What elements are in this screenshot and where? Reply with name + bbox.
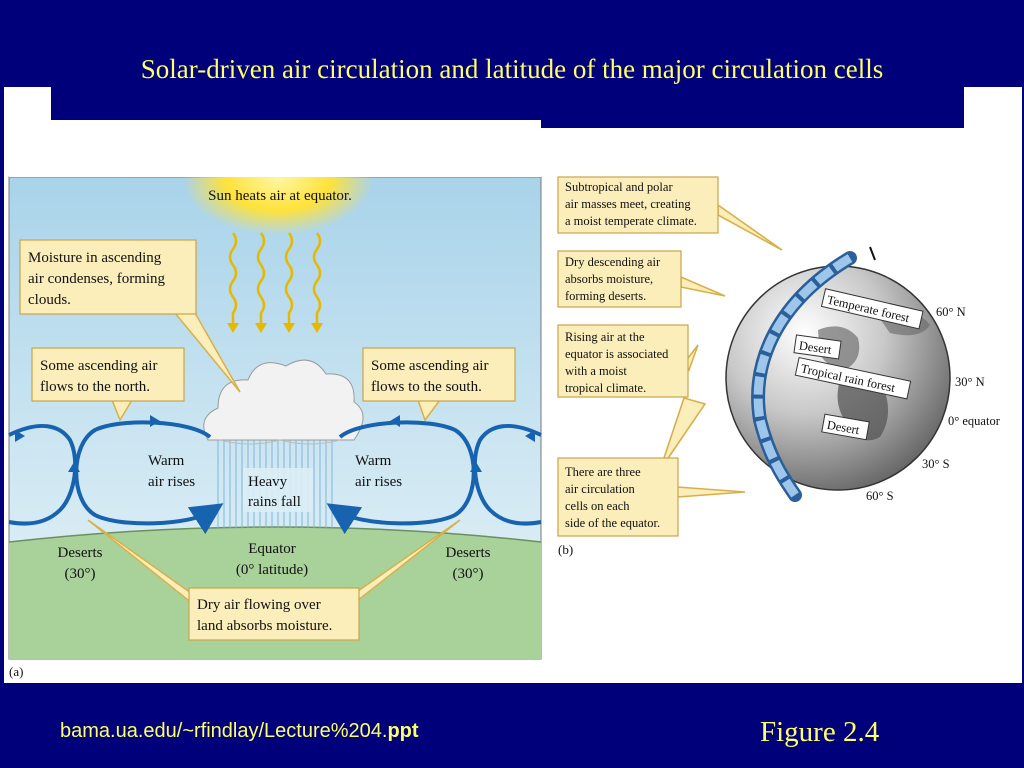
svg-text:There are three: There are three	[565, 465, 641, 479]
svg-text:air rises: air rises	[355, 474, 402, 490]
svg-text:side of the equator.: side of the equator.	[565, 516, 660, 530]
lat-60n-label: 60° N	[936, 305, 966, 319]
deserts-left-label: Deserts	[58, 545, 103, 561]
svg-text:clouds.: clouds.	[28, 292, 71, 308]
svg-text:air rises: air rises	[148, 474, 195, 490]
lat-30s-label: 30° S	[922, 457, 950, 471]
svg-text:Some ascending air: Some ascending air	[371, 358, 488, 374]
lat-30n-label: 30° N	[955, 375, 985, 389]
panel-b: Subtropical and polar air masses meet, c…	[557, 176, 1001, 557]
svg-text:Desert: Desert	[826, 418, 861, 438]
warm-air-left-label: Warm	[148, 453, 185, 469]
svg-text:(30°): (30°)	[65, 566, 96, 582]
lat-equator-label: 0° equator	[948, 414, 1001, 428]
callout-dry-air: Dry air flowing over land absorbs moistu…	[87, 519, 461, 641]
figure-number: Figure 2.4	[760, 716, 880, 748]
callout-subtropical: Subtropical and polar air masses meet, c…	[557, 176, 719, 234]
panel-a-tag: (a)	[9, 664, 23, 679]
callout-south: Some ascending air flows to the south.	[362, 347, 516, 422]
callout-dry-descending: Dry descending air absorbs moisture, for…	[557, 250, 682, 308]
equator-label: Equator	[248, 541, 295, 557]
svg-text:cells on each: cells on each	[565, 499, 630, 513]
svg-text:air circulation: air circulation	[565, 482, 636, 496]
sun-label: Sun heats air at equator.	[208, 188, 352, 204]
svg-text:land absorbs moisture.: land absorbs moisture.	[197, 618, 332, 634]
panel-b-tag: (b)	[558, 542, 573, 557]
source-link[interactable]: bama.ua.edu/~rfindlay/Lecture%204.ppt	[60, 720, 419, 743]
svg-text:flows to the north.: flows to the north.	[40, 379, 150, 395]
svg-text:Dry air flowing over: Dry air flowing over	[197, 597, 321, 613]
svg-text:tropical climate.: tropical climate.	[565, 381, 646, 395]
svg-text:equator is associated: equator is associated	[565, 347, 669, 361]
deserts-right-label: Deserts	[446, 545, 491, 561]
callout-rising: Rising air at the equator is associated …	[557, 324, 689, 398]
globe-label-desert-north: Desert	[793, 334, 842, 360]
callout-moisture: Moisture in ascending air condenses, for…	[19, 239, 241, 393]
svg-text:Dry descending air: Dry descending air	[565, 255, 661, 269]
globe-label-desert-south: Desert	[821, 413, 870, 441]
svg-text:Subtropical and polar: Subtropical and polar	[565, 180, 673, 194]
svg-text:Rising air at the: Rising air at the	[565, 330, 645, 344]
svg-text:flows to the south.: flows to the south.	[371, 379, 482, 395]
svg-text:(0° latitude): (0° latitude)	[236, 562, 308, 578]
slide-title: Solar-driven air circulation and latitud…	[140, 54, 884, 84]
svg-text:a moist temperate climate.: a moist temperate climate.	[565, 214, 697, 228]
svg-text:rains fall: rains fall	[248, 494, 301, 510]
svg-text:air condenses, forming: air condenses, forming	[28, 271, 166, 287]
warm-air-right-label: Warm	[355, 453, 392, 469]
callout-north: Some ascending air flows to the north.	[31, 347, 185, 422]
panel-a: Sun heats air at equator.	[8, 120, 542, 679]
svg-text:forming deserts.: forming deserts.	[565, 289, 646, 303]
svg-text:Moisture in ascending: Moisture in ascending	[28, 250, 162, 266]
svg-text:Some ascending air: Some ascending air	[40, 358, 157, 374]
svg-text:air masses meet, creating: air masses meet, creating	[565, 197, 691, 211]
cloud-icon	[203, 359, 364, 445]
svg-text:absorbs moisture,: absorbs moisture,	[565, 272, 653, 286]
svg-text:(30°): (30°)	[453, 566, 484, 582]
svg-text:Desert: Desert	[798, 338, 833, 356]
heavy-rain-label: Heavy	[248, 474, 288, 490]
source-link-ext: ppt	[387, 720, 419, 742]
callout-three-cells: There are three air circulation cells on…	[557, 457, 679, 537]
lat-60s-label: 60° S	[866, 489, 894, 503]
source-link-text: bama.ua.edu/~rfindlay/Lecture%204.	[60, 720, 388, 742]
svg-text:with a moist: with a moist	[565, 364, 627, 378]
heat-waves-icon	[228, 232, 322, 323]
